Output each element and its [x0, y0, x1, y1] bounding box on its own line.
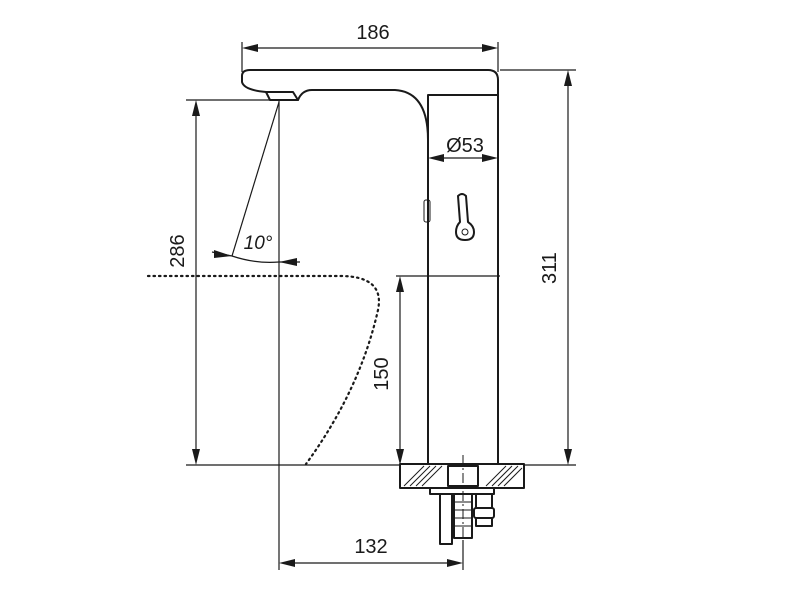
aerator: [265, 91, 299, 101]
dimension-spout-height: 286: [167, 99, 400, 466]
dimension-angle: 10°: [211, 101, 300, 266]
mounting-base: [399, 455, 525, 560]
dimension-width-top: 186: [241, 22, 499, 72]
dimension-reach: 132: [278, 100, 464, 570]
hose-left: [439, 493, 453, 545]
base-height-label: 150: [371, 357, 393, 390]
hose-fitting: [473, 507, 495, 519]
dimension-diameter: Ø53: [428, 135, 498, 162]
faucet-body: [241, 69, 499, 466]
handle-icon: [455, 193, 475, 241]
spout-height-label: 286: [167, 234, 189, 267]
sensor-window: [423, 199, 431, 223]
reach-label: 132: [354, 536, 387, 558]
total-height-label: 311: [539, 252, 561, 284]
water-stream-arc: [146, 274, 381, 466]
dimension-base-height: 150: [371, 275, 500, 465]
diameter-label: Ø53: [446, 135, 484, 157]
angle-label: 10°: [244, 233, 273, 254]
dimension-total-height: 311: [500, 69, 576, 466]
width-top-label: 186: [356, 22, 389, 44]
